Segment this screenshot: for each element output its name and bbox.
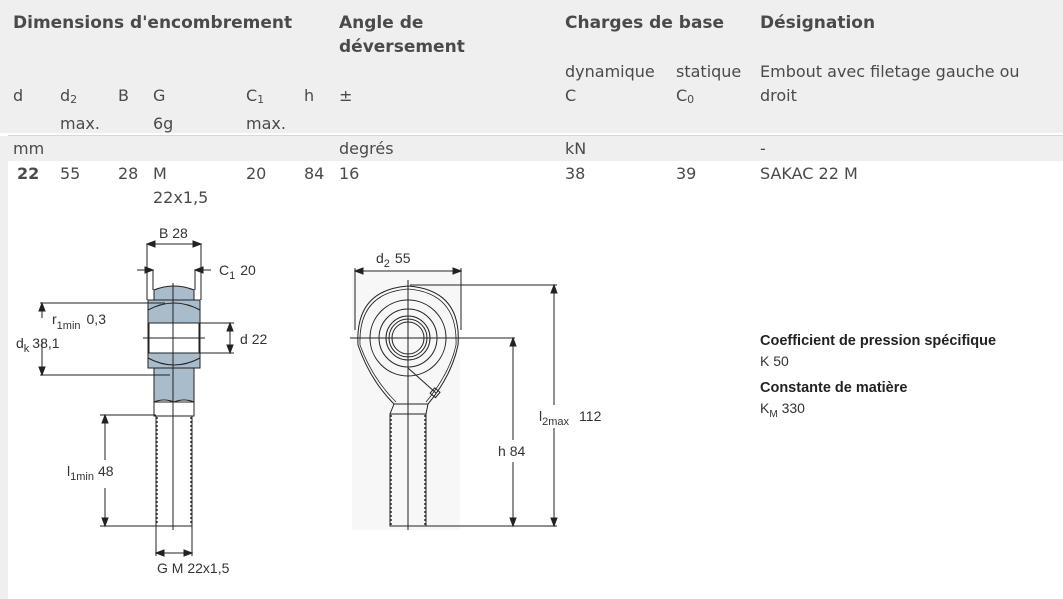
divider xyxy=(8,135,1063,136)
col-header-dynamic: dynamique xyxy=(565,62,655,81)
group-header-loads: Charges de base xyxy=(565,13,725,33)
col-header-C1-sub: 1 xyxy=(257,93,265,106)
cell-designation: SAKAC 22 M xyxy=(760,164,858,183)
col-header-C1-max: max. xyxy=(246,114,286,133)
col-header-C0-label: C xyxy=(676,86,688,105)
material-symbol: K xyxy=(760,400,770,416)
col-header-d2: d2 xyxy=(60,84,77,112)
col-header-designation-line1: Embout avec filetage gauche ou xyxy=(760,62,1020,81)
col-header-B: B xyxy=(118,86,129,105)
cell-d2: 55 xyxy=(60,164,81,183)
material-number: 330 xyxy=(781,400,805,416)
unit-mm: mm xyxy=(13,139,45,158)
unit-degrees: degrés xyxy=(339,139,394,158)
cell-G-line1: M xyxy=(153,164,167,183)
col-header-d2-label: d xyxy=(60,86,71,105)
unit-designation: - xyxy=(760,139,766,158)
label-d: d 22 xyxy=(240,331,267,347)
units-row xyxy=(0,136,1063,161)
label-h: h 84 xyxy=(498,443,525,459)
col-header-C1: C1 xyxy=(246,84,264,112)
label-G: G M 22x1,5 xyxy=(157,560,230,576)
group-header-angle-line2: déversement xyxy=(339,37,465,57)
material-info: Coefficient de pression spécifique K 50 … xyxy=(760,331,996,432)
col-header-designation-line2: droit xyxy=(760,86,797,105)
pressure-coefficient-label: Coefficient de pression spécifique xyxy=(760,333,997,349)
group-header-angle-line1: Angle de xyxy=(339,13,424,33)
col-header-d2-sub: 2 xyxy=(70,93,78,106)
cell-C1: 20 xyxy=(246,164,267,183)
material-constant-value: KM 330 xyxy=(760,398,996,425)
group-header-designation: Désignation xyxy=(760,13,876,33)
material-constant-label: Constante de matière xyxy=(760,380,908,396)
col-header-C: C xyxy=(565,86,577,105)
col-header-G: G xyxy=(153,86,166,105)
divider xyxy=(8,133,1063,134)
cell-h: 84 xyxy=(304,164,325,183)
col-header-d2-max: max. xyxy=(60,114,100,133)
col-header-angle: ± xyxy=(339,86,353,105)
col-header-G-tol: 6g xyxy=(153,114,174,133)
cell-angle: 16 xyxy=(339,164,360,183)
left-strip xyxy=(0,161,8,599)
col-header-h: h xyxy=(304,86,315,105)
group-header-dimensions: Dimensions d'encombrement xyxy=(13,13,293,33)
cell-G-line2: 22x1,5 xyxy=(153,188,209,207)
cell-C: 38 xyxy=(565,164,586,183)
pressure-coefficient-value: K 50 xyxy=(760,353,789,369)
col-header-static: statique xyxy=(676,62,742,81)
table-header xyxy=(0,0,1063,133)
cell-B: 28 xyxy=(118,164,139,183)
col-header-d: d xyxy=(13,86,24,105)
col-header-C1-label: C xyxy=(246,86,258,105)
col-header-C0-sub: 0 xyxy=(687,93,695,106)
cell-C0: 39 xyxy=(676,164,697,183)
material-sub: M xyxy=(769,408,778,420)
label-B: B 28 xyxy=(159,225,188,241)
col-header-C0: C0 xyxy=(676,84,694,112)
cell-d: 22 xyxy=(17,164,40,183)
unit-kn: kN xyxy=(565,139,587,158)
